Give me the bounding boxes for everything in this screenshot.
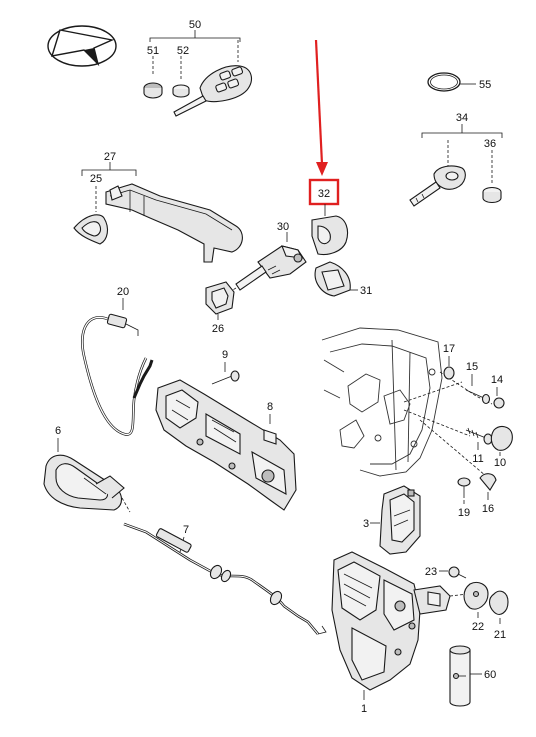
cable-clip-icon (106, 313, 128, 329)
end-cap-icon: 31 (314, 261, 372, 297)
label-17: 17 (443, 343, 455, 355)
key-set-group: 50 51 52 (143, 19, 253, 117)
inner-handle-icon (43, 454, 125, 511)
label-55: 55 (479, 79, 491, 91)
cover-disc-icon (488, 590, 509, 615)
screw-icon (230, 370, 240, 382)
label-21: 21 (494, 629, 506, 641)
door-handle-icon (105, 183, 243, 263)
spare-key-group: 34 36 (409, 112, 503, 207)
label-6: 6 (55, 425, 61, 437)
bolt-head-icon (457, 477, 471, 487)
striker-cap-icon (490, 425, 513, 451)
lock-bracket-group: 3 (363, 485, 421, 555)
label-32: 32 (318, 188, 330, 200)
label-19: 19 (458, 507, 470, 519)
label-8: 8 (267, 401, 273, 413)
label-36: 36 (484, 138, 496, 150)
seal-ring-icon (172, 84, 190, 98)
battery-icon (143, 82, 163, 99)
pin-group: 19 16 (457, 473, 497, 519)
remote-key-icon (173, 65, 253, 117)
release-cable-group: 20 (81, 286, 154, 436)
label-26: 26 (212, 323, 224, 335)
grease-tube-group: 60 (449, 645, 496, 707)
bowden-cable-group: 7 (123, 522, 327, 635)
plug-17-group: 17 (443, 343, 455, 380)
label-30: 30 (277, 221, 289, 233)
o-ring-group: 55 (427, 72, 491, 92)
label-60: 60 (484, 669, 496, 681)
label-15: 15 (466, 361, 478, 373)
label-22: 22 (472, 621, 484, 633)
label-16: 16 (482, 503, 494, 515)
door-lock-icon (331, 551, 451, 691)
handle-gasket-icon (73, 214, 109, 245)
striker-bolt-icon (483, 433, 493, 445)
screw-icon (481, 393, 491, 405)
label-20: 20 (117, 286, 129, 298)
label-3: 3 (363, 518, 369, 530)
lock-cylinder-group: 30 (225, 221, 307, 295)
plug-icon (443, 366, 455, 380)
label-25: 25 (90, 173, 102, 185)
compass-arrow-logo-icon (47, 25, 117, 67)
label-7: 7 (183, 524, 189, 536)
label-10: 10 (494, 457, 506, 469)
label-34: 34 (456, 112, 468, 124)
screw-15-group: 15 (465, 361, 491, 405)
highlight-box (308, 178, 340, 206)
screw-23-group: 23 (425, 566, 467, 579)
seal-plate-group: 26 (205, 281, 235, 335)
label-1: 1 (361, 703, 367, 715)
label-11: 11 (472, 453, 483, 465)
lock-cover-cap-icon (311, 204, 349, 256)
label-50: 50 (189, 19, 201, 31)
nut-icon (493, 397, 505, 409)
inner-handle-group: 6 (43, 425, 131, 513)
carrier-plate-icon (155, 379, 297, 511)
label-51: 51 (147, 45, 159, 57)
bracket-icon (379, 485, 421, 555)
carrier-plate-group: 8 (155, 379, 297, 511)
lock-cylinder-icon (235, 245, 307, 291)
cable-sleeve-icon (155, 528, 192, 553)
label-14: 14 (491, 374, 503, 386)
outer-handle-group: 27 25 (73, 151, 243, 263)
label-52: 52 (177, 45, 189, 57)
cone-cap-icon (479, 473, 497, 491)
nut-14-group: 14 (491, 374, 505, 409)
door-body-panel (321, 327, 493, 477)
grease-tube-icon (449, 645, 471, 707)
door-lock-group: 1 (331, 551, 451, 715)
label-27: 27 (104, 151, 116, 163)
screw-icon (448, 566, 460, 578)
label-9: 9 (222, 349, 228, 361)
striker-group: 11 10 (465, 425, 513, 469)
label-23: 23 (425, 566, 437, 578)
key-icon (409, 165, 466, 207)
mount-plates-group: 22 21 (449, 581, 509, 641)
cap-icon (482, 186, 502, 204)
highlight-arrow (314, 39, 328, 176)
screw-9-group: 9 (211, 349, 240, 385)
label-31: 31 (360, 285, 372, 297)
